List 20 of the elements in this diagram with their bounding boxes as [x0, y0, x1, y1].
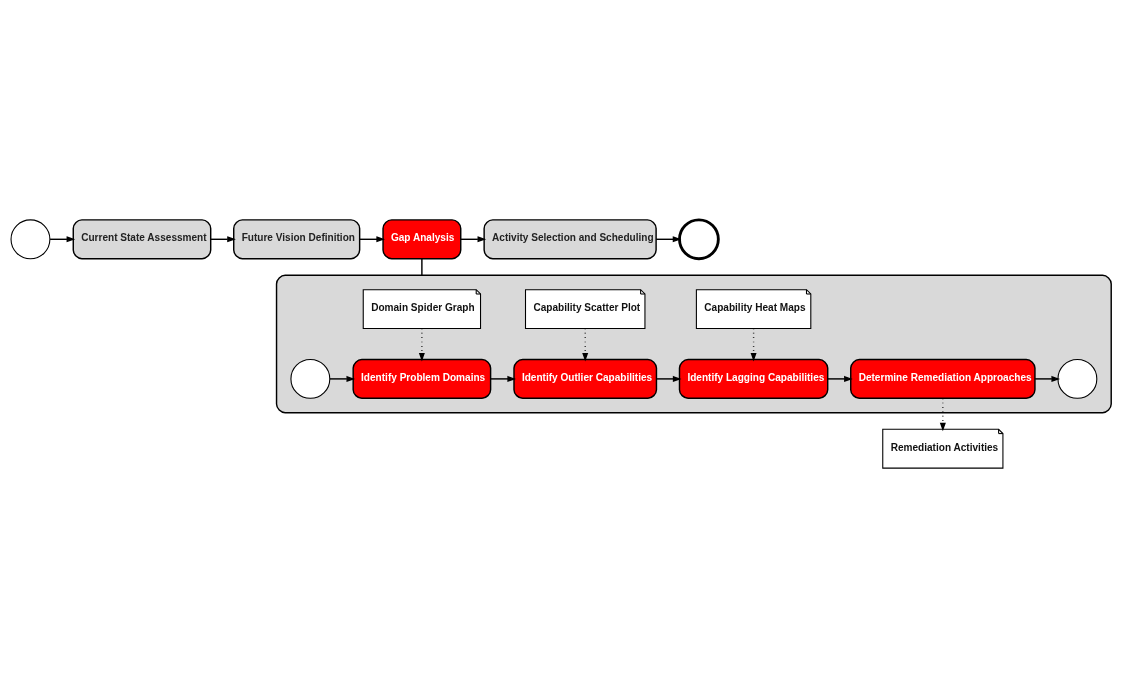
node-box: Current State Assessment — [72, 219, 212, 260]
node-circle — [10, 219, 51, 260]
node-box: Gap Analysis — [382, 219, 462, 260]
arrow — [490, 375, 517, 382]
node-box: Future Vision Definition — [233, 219, 361, 260]
node-box: Determine Remediation Approaches — [850, 358, 1036, 400]
arrow — [329, 375, 356, 382]
node-box: Identify Outlier Capabilities — [513, 358, 658, 400]
cluster — [275, 274, 1112, 414]
arrow — [827, 375, 853, 382]
node-box: Identify Problem Domains — [352, 358, 492, 400]
arrow — [1034, 375, 1061, 382]
node-box: Identify Lagging Capabilities — [678, 358, 829, 400]
node-circle — [1057, 358, 1098, 399]
node-box: Activity Selection and Scheduling — [483, 219, 657, 260]
node-circle — [290, 358, 331, 399]
arrow — [655, 375, 682, 382]
arrow — [939, 397, 946, 432]
node-circle — [678, 218, 720, 261]
connector — [421, 258, 423, 276]
